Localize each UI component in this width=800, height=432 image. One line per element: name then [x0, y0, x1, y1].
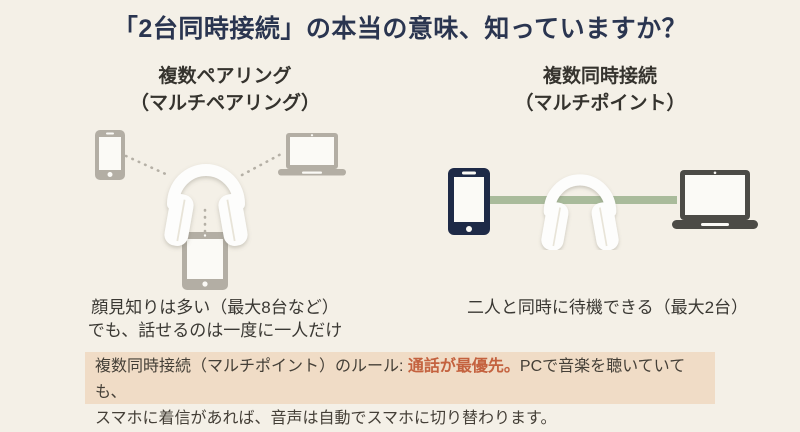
smartphone-icon	[448, 168, 490, 235]
note-line1-prefix: 複数同時接続（マルチポイント）のルール:	[95, 358, 408, 375]
solid-connection-line	[485, 196, 677, 204]
headphones-icon	[541, 174, 619, 250]
laptop-icon	[278, 133, 346, 176]
left-heading-line1: 複数ペアリング	[158, 66, 292, 87]
left-panel-caption: 顔見知りは多い（最大8台など） でも、話せるのは一度に一人だけ	[30, 296, 400, 342]
left-panel-heading: 複数ペアリング （マルチペアリング）	[60, 63, 390, 117]
note-line1: 複数同時接続（マルチポイント）のルール: 通話が最優先。PCで音楽を聴いていても…	[95, 354, 715, 406]
note-line1-suffix: PCで音楽を聴いていても、	[95, 358, 686, 401]
note-line2: スマホに着信があれば、音声は自動でスマホに切り替わります。	[95, 410, 557, 427]
headphones-icon	[164, 164, 248, 246]
right-heading-line1: 複数同時接続	[542, 66, 657, 87]
dotted-connection-lines	[124, 151, 285, 236]
right-panel-heading: 複数同時接続 （マルチポイント）	[440, 63, 760, 117]
laptop-icon	[672, 170, 758, 229]
right-heading-line2: （マルチポイント）	[514, 93, 686, 114]
note-line1-highlight: 通話が最優先。	[407, 358, 520, 375]
multipoint-illustration	[448, 168, 758, 250]
right-caption-line: 二人と同時に待機できる（最大2台）	[466, 298, 749, 317]
left-heading-line2: （マルチペアリング）	[129, 93, 320, 114]
rule-note-box: 複数同時接続（マルチポイント）のルール: 通話が最優先。PCで音楽を聴いていても…	[85, 352, 715, 427]
left-caption-line1: 顔見知りは多い（最大8台など）	[91, 298, 339, 317]
infographic: 「2台同時接続」の本当の意味、知っていますか？ 複数ペアリング （マルチペアリン…	[30, 15, 765, 427]
multi-pairing-illustration	[95, 130, 346, 290]
tablet-icon	[182, 232, 228, 290]
right-panel-caption: 二人と同時に待機できる（最大2台）	[450, 296, 765, 319]
page-title: 「2台同時接続」の本当の意味、知っていますか？	[112, 15, 688, 43]
smartphone-icon	[95, 130, 125, 180]
left-caption-line2: でも、話せるのは一度に一人だけ	[87, 321, 343, 340]
